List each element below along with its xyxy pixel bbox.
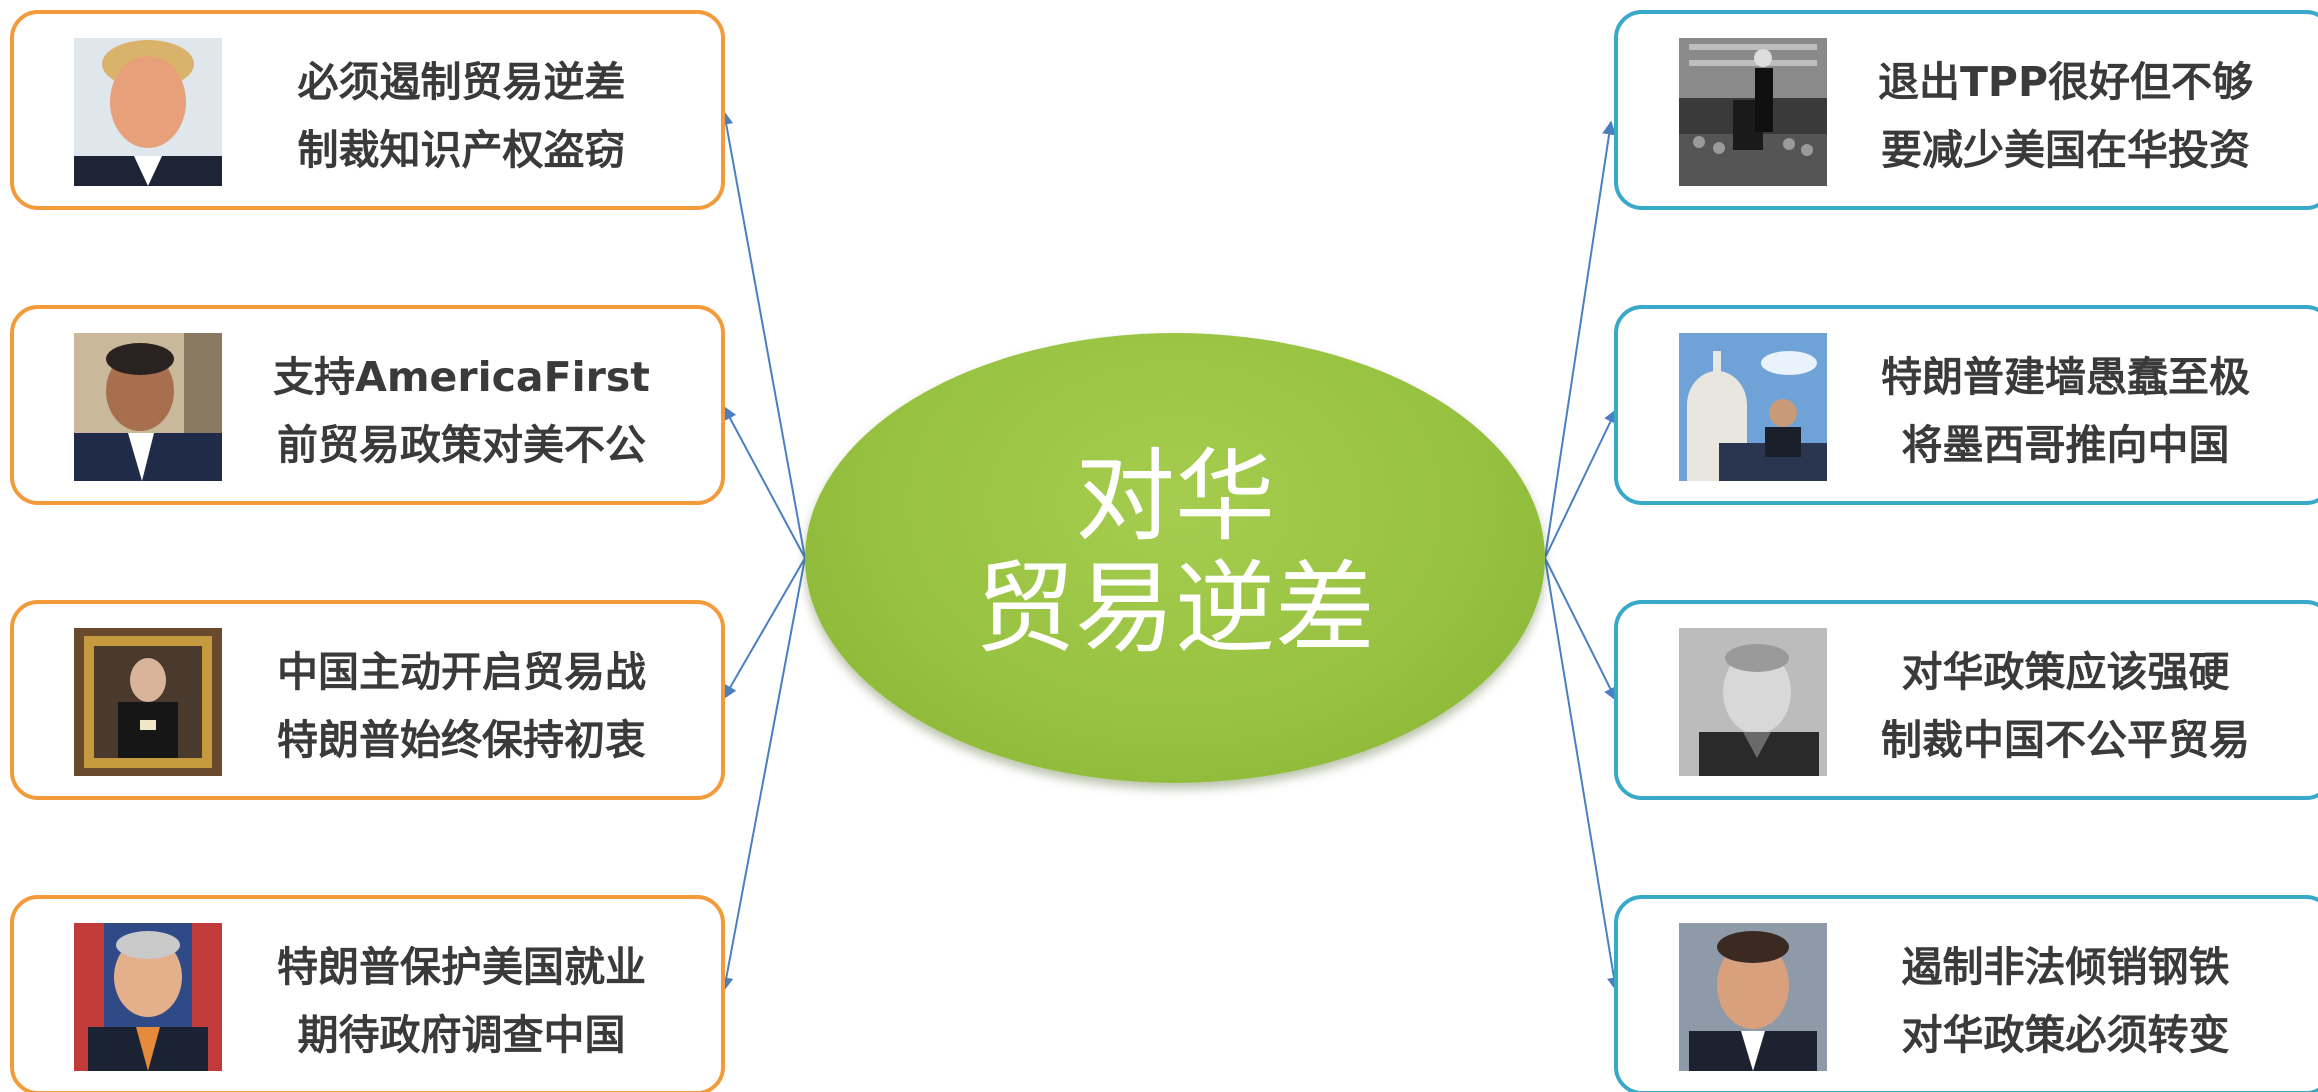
- connector-left-4: [719, 557, 806, 992]
- left-card-1: 必须遏制贸易逆差 制裁知识产权盗窃: [10, 10, 725, 210]
- right-card-1-line-2: 要减少美国在华投资: [1881, 126, 2250, 174]
- left-card-2-line-1: 支持AmericaFirst: [273, 353, 650, 401]
- connector-left-3: [723, 557, 806, 700]
- portrait-photo-icon: [1679, 628, 1827, 776]
- left-card-4-line-1: 特朗普保护美国就业: [277, 943, 646, 991]
- left-card-2-text: 支持AmericaFirst 前贸易政策对美不公: [239, 343, 684, 479]
- left-card-2-line-2: 前贸易政策对美不公: [277, 421, 646, 469]
- center-topic-text: 对华 贸易逆差: [805, 441, 1545, 665]
- left-card-4: 特朗普保护美国就业 期待政府调查中国: [10, 895, 725, 1092]
- right-card-2-text: 特朗普建墙愚蠢至极 将墨西哥推向中国: [1843, 343, 2288, 479]
- portrait-photo-icon: [74, 38, 222, 186]
- connector-left-1: [719, 110, 806, 559]
- right-card-3: 对华政策应该强硬 制裁中国不公平贸易: [1614, 600, 2318, 800]
- connector-right-3: [1544, 557, 1617, 702]
- connector-right-2: [1544, 408, 1617, 559]
- left-card-3-text: 中国主动开启贸易战 特朗普始终保持初衷: [239, 638, 684, 774]
- right-card-4-line-1: 遏制非法倾销钢铁: [1901, 943, 2230, 991]
- connector-left-2: [723, 405, 806, 559]
- right-card-4: 遏制非法倾销钢铁 对华政策必须转变: [1614, 895, 2318, 1092]
- left-card-2: 支持AmericaFirst 前贸易政策对美不公: [10, 305, 725, 505]
- right-card-3-text: 对华政策应该强硬 制裁中国不公平贸易: [1843, 638, 2288, 774]
- capitol-speech-photo-icon: [1679, 333, 1827, 481]
- right-card-3-line-1: 对华政策应该强硬: [1901, 648, 2230, 696]
- right-card-4-line-2: 对华政策必须转变: [1901, 1011, 2230, 1059]
- portrait-photo-icon: [74, 923, 222, 1071]
- left-card-4-line-2: 期待政府调查中国: [297, 1011, 626, 1059]
- right-card-1: 退出TPP很好但不够 要减少美国在华投资: [1614, 10, 2318, 210]
- left-card-3: 中国主动开启贸易战 特朗普始终保持初衷: [10, 600, 725, 800]
- right-card-2-line-2: 将墨西哥推向中国: [1901, 421, 2230, 469]
- right-card-2: 特朗普建墙愚蠢至极 将墨西哥推向中国: [1614, 305, 2318, 505]
- connector-right-1: [1544, 120, 1617, 559]
- framed-portrait-photo-icon: [74, 628, 222, 776]
- center-topic-line-2: 贸易逆差: [975, 550, 1375, 667]
- portrait-photo-icon: [1679, 923, 1827, 1071]
- right-card-3-line-2: 制裁中国不公平贸易: [1881, 716, 2250, 764]
- left-card-3-line-2: 特朗普始终保持初衷: [277, 716, 646, 764]
- connector-right-4: [1544, 557, 1621, 992]
- center-topic-line-1: 对华: [1075, 438, 1275, 555]
- right-card-2-line-1: 特朗普建墙愚蠢至极: [1881, 353, 2250, 401]
- left-card-1-line-2: 制裁知识产权盗窃: [297, 126, 626, 174]
- portrait-photo-icon: [74, 333, 222, 481]
- left-card-3-line-1: 中国主动开启贸易战: [277, 648, 646, 696]
- right-card-1-text: 退出TPP很好但不够 要减少美国在华投资: [1843, 48, 2288, 184]
- right-card-4-text: 遏制非法倾销钢铁 对华政策必须转变: [1843, 933, 2288, 1069]
- left-card-4-text: 特朗普保护美国就业 期待政府调查中国: [239, 933, 684, 1069]
- right-card-1-line-1: 退出TPP很好但不够: [1877, 58, 2254, 106]
- left-card-1-text: 必须遏制贸易逆差 制裁知识产权盗窃: [239, 48, 684, 184]
- center-topic-ellipse: 对华 贸易逆差: [805, 333, 1545, 783]
- left-card-1-line-1: 必须遏制贸易逆差: [297, 58, 626, 106]
- rally-speech-photo-icon: [1679, 38, 1827, 186]
